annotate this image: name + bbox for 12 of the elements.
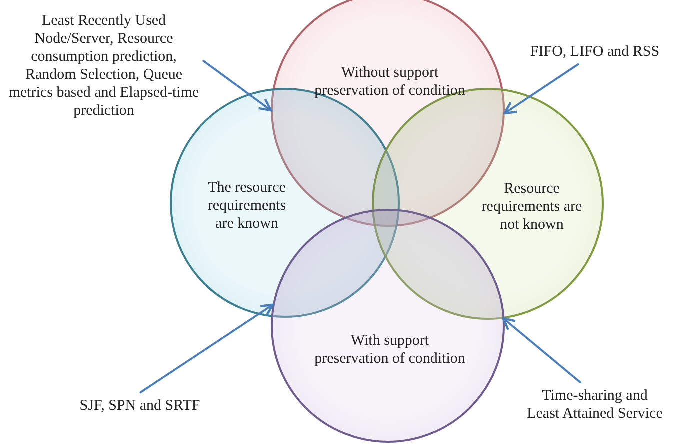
leader-arrow <box>139 304 274 394</box>
circle-label: Without support preservation of condition <box>314 64 466 100</box>
circle-label: With support preservation of condition <box>314 332 466 368</box>
callout-text: Least Recently Used Node/Server, Resource consumption prediction, Random Selection, Queue metrics based and Elapsed-time prediction <box>8 12 200 120</box>
callout-text: Time-sharing and Least Attained Service <box>525 387 665 423</box>
leader-arrow <box>503 63 580 115</box>
callout-text: SJF, SPN and SRTF <box>60 397 220 415</box>
leader-arrow <box>502 317 582 384</box>
circle-label: Resource requirements are not known <box>480 180 584 234</box>
callout-text: FIFO, LIFO and RSS <box>515 43 674 61</box>
circle-label: The resource requirements are known <box>206 179 288 233</box>
leader-arrow <box>202 60 272 112</box>
